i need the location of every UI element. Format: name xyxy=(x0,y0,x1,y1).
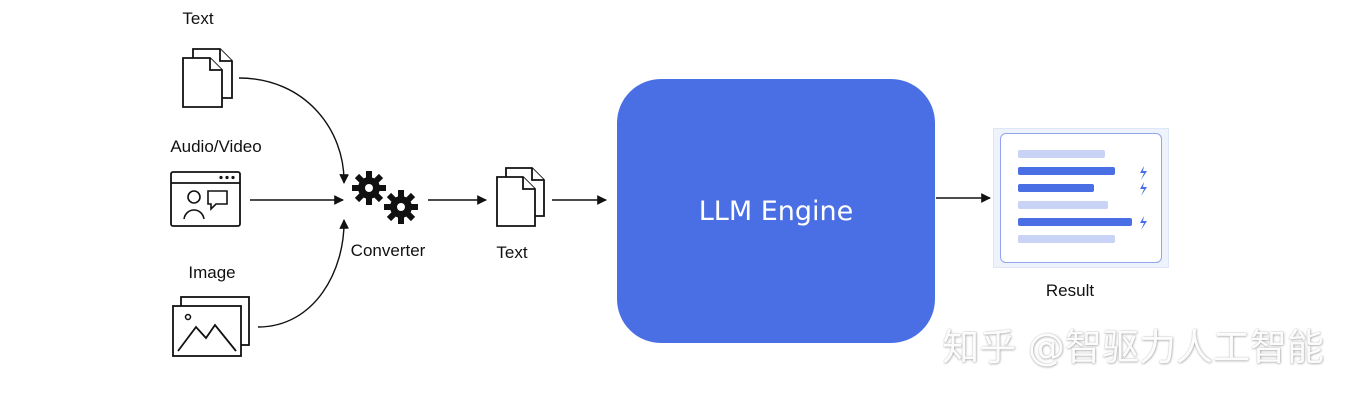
middle-text-label: Text xyxy=(496,243,528,262)
result-content-lines xyxy=(1018,150,1147,243)
input-text-label: Text xyxy=(182,9,214,28)
llm-engine-label: LLM Engine xyxy=(698,195,854,227)
text-to-converter-arrow xyxy=(238,77,350,184)
image-to-converter-arrow xyxy=(257,219,350,328)
image-label: Image xyxy=(188,263,236,282)
result-panel xyxy=(1000,133,1162,263)
image-gallery-icon xyxy=(172,296,250,357)
text-document-icon xyxy=(182,48,233,108)
video-call-icon xyxy=(170,171,241,227)
converter-label: Converter xyxy=(350,241,426,260)
converted-text-document-icon xyxy=(496,167,545,227)
result-label: Result xyxy=(1045,281,1095,300)
gears-icon xyxy=(352,171,418,224)
audio-video-label: Audio/Video xyxy=(170,137,262,156)
watermark-text: 知乎 @智驱力人工智能 xyxy=(942,326,1324,369)
result-card xyxy=(993,128,1169,268)
llm-engine-box: LLM Engine xyxy=(617,79,935,343)
